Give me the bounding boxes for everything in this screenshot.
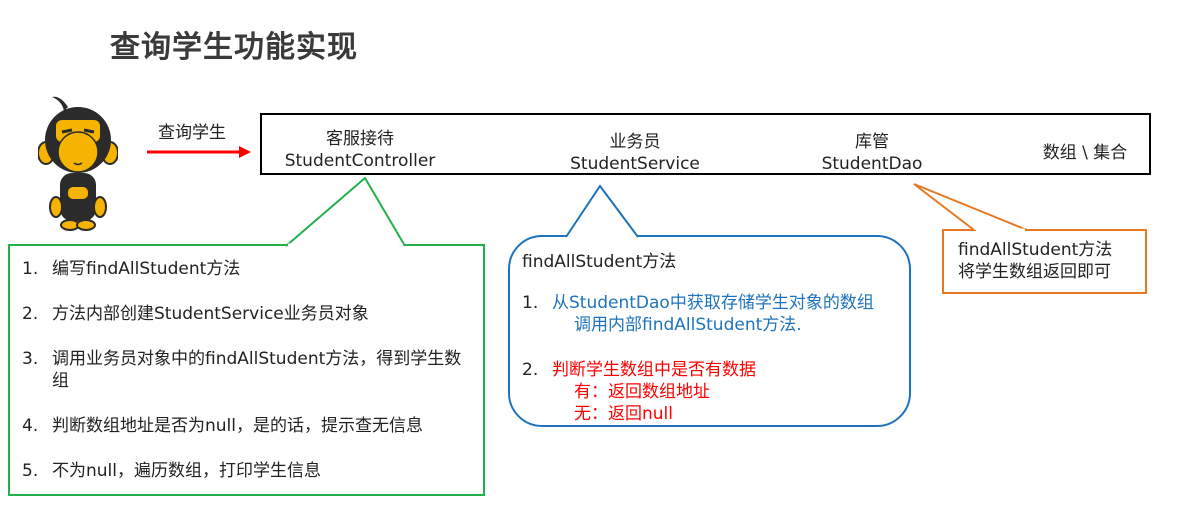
arrow-right-icon <box>147 146 251 158</box>
step-number: 2. <box>522 360 539 380</box>
layer-service: 业务员 StudentService <box>545 131 725 175</box>
layer-container <box>260 113 1151 175</box>
storage-label: 数组 \ 集合 <box>1042 143 1128 163</box>
service-callout-pointer <box>565 184 639 239</box>
layer-role: 库管 <box>855 132 889 152</box>
query-action-label: 查询学生 <box>158 123 226 143</box>
step-item: 3. 调用业务员对象中的findAllStudent方法，得到学生数组 <box>22 348 462 392</box>
layer-role: 客服接待 <box>326 129 394 149</box>
monkey-mascot-icon <box>38 96 118 231</box>
step-text: 调用业务员对象中的findAllStudent方法，得到学生数组 <box>52 349 462 391</box>
layer-dao: 库管 StudentDao <box>782 131 962 175</box>
step-item: 1. 编写findAllStudent方法 <box>22 258 462 280</box>
step-text: 方法内部创建StudentService业务员对象 <box>52 304 369 324</box>
step-item: 4. 判断数组地址是否为null，是的话，提示查无信息 <box>22 415 462 437</box>
step-number: 2. <box>22 304 39 324</box>
step-number: 1. <box>22 259 39 279</box>
dao-callout-line: 将学生数组返回即可 <box>958 262 1111 282</box>
step-number: 1. <box>522 293 539 313</box>
dao-callout-line: findAllStudent方法 <box>958 240 1113 260</box>
step-item: 5. 不为null，遍历数组，打印学生信息 <box>22 460 462 482</box>
step-text: 无：返回null <box>574 404 673 424</box>
step-number: 3. <box>22 349 39 369</box>
step-text: 判断数组地址是否为null，是的话，提示查无信息 <box>52 416 423 436</box>
dao-callout: findAllStudent方法 将学生数组返回即可 <box>942 229 1147 294</box>
step-item: 2. 方法内部创建StudentService业务员对象 <box>22 303 462 325</box>
dao-callout-pointer <box>913 183 1028 232</box>
step-number: 4. <box>22 416 39 436</box>
step-text: 不为null，遍历数组，打印学生信息 <box>52 461 321 481</box>
step-text: 调用内部findAllStudent方法. <box>574 315 802 335</box>
step-text: 从StudentDao中获取存储学生对象的数组 <box>552 293 874 313</box>
controller-steps: 1. 编写findAllStudent方法 2. 方法内部创建StudentServ… <box>22 258 462 505</box>
step-text: 有：返回数组地址 <box>574 382 710 402</box>
layer-class: StudentService <box>570 154 700 174</box>
layer-controller: 客服接待 StudentController <box>270 128 450 172</box>
service-callout-heading: findAllStudent方法 <box>522 252 677 272</box>
step-text: 判断学生数组中是否有数据 <box>552 360 756 380</box>
page-title: 查询学生功能实现 <box>110 30 358 65</box>
controller-callout: 1. 编写findAllStudent方法 2. 方法内部创建StudentServ… <box>8 244 485 496</box>
controller-callout-pointer <box>285 176 406 247</box>
layer-class: StudentController <box>284 151 436 171</box>
layer-class: StudentDao <box>821 154 923 174</box>
step-number: 5. <box>22 461 39 481</box>
layer-role: 业务员 <box>609 132 661 152</box>
service-step-2: 2. 判断学生数组中是否有数据 有：返回数组地址 无：返回null <box>522 359 756 425</box>
step-text: 编写findAllStudent方法 <box>52 259 241 279</box>
service-callout: findAllStudent方法 1. 从StudentDao中获取存储学生对象的… <box>508 235 911 427</box>
service-step-1: 1. 从StudentDao中获取存储学生对象的数组 调用内部findAllStu… <box>522 292 874 336</box>
